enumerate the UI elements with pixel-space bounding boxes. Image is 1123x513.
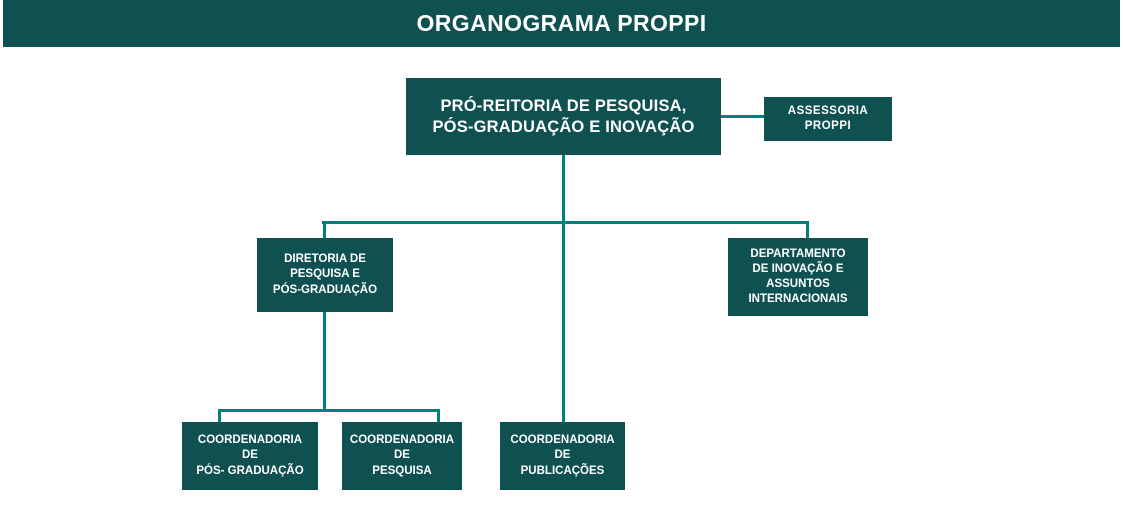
connector-diretoria-down bbox=[323, 312, 326, 412]
node-coordenadoria-pos-graduacao-label: COORDENADORIA DE PÓS- GRADUAÇÃO bbox=[196, 433, 304, 477]
connector-sub-to-coordenadoria-pos-graduacao bbox=[218, 409, 221, 423]
connector-sub-to-coordenadoria-pesquisa bbox=[437, 409, 440, 423]
node-pro-reitoria[interactable]: PRÓ-REITORIA DE PESQUISA, PÓS-GRADUAÇÃO … bbox=[406, 78, 721, 155]
connector-bus-to-departamento bbox=[806, 221, 809, 239]
node-coordenadoria-pos-graduacao[interactable]: COORDENADORIA DE PÓS- GRADUAÇÃO bbox=[182, 422, 318, 490]
node-departamento-inovacao-assuntos-internacionais[interactable]: DEPARTAMENTO DE INOVAÇÃO E ASSUNTOS INTE… bbox=[728, 238, 868, 316]
node-coordenadoria-pesquisa[interactable]: COORDENADORIA DE PESQUISA bbox=[342, 422, 462, 490]
connector-main-bus bbox=[322, 221, 809, 224]
connector-root-to-assessoria bbox=[721, 115, 764, 118]
node-pro-reitoria-label: PRÓ-REITORIA DE PESQUISA, PÓS-GRADUAÇÃO … bbox=[432, 96, 695, 136]
node-coordenadoria-pesquisa-label: COORDENADORIA DE PESQUISA bbox=[349, 433, 455, 477]
node-assessoria-proppi[interactable]: ASSESSORIA PROPPI bbox=[764, 97, 892, 141]
node-diretoria-pesquisa-pos-graduacao[interactable]: DIRETORIA DE PESQUISA E PÓS-GRADUAÇÃO bbox=[257, 238, 393, 312]
node-diretoria-label: DIRETORIA DE PESQUISA E PÓS-GRADUAÇÃO bbox=[272, 252, 378, 296]
page-title-banner: ORGANOGRAMA PROPPI bbox=[3, 0, 1120, 47]
node-assessoria-proppi-label: ASSESSORIA PROPPI bbox=[787, 105, 869, 132]
node-coordenadoria-publicacoes[interactable]: COORDENADORIA DE PUBLICAÇÕES bbox=[500, 422, 625, 490]
node-departamento-label: DEPARTAMENTO DE INOVAÇÃO E ASSUNTOS INTE… bbox=[748, 247, 848, 306]
connector-root-down bbox=[562, 155, 565, 224]
page-title: ORGANOGRAMA PROPPI bbox=[416, 9, 707, 36]
node-coordenadoria-publicacoes-label: COORDENADORIA DE PUBLICAÇÕES bbox=[510, 433, 615, 477]
connector-bus-to-diretoria bbox=[323, 221, 326, 239]
connector-bus-to-coordenadoria-publicacoes bbox=[562, 221, 565, 423]
connector-sub-bus bbox=[218, 409, 440, 412]
